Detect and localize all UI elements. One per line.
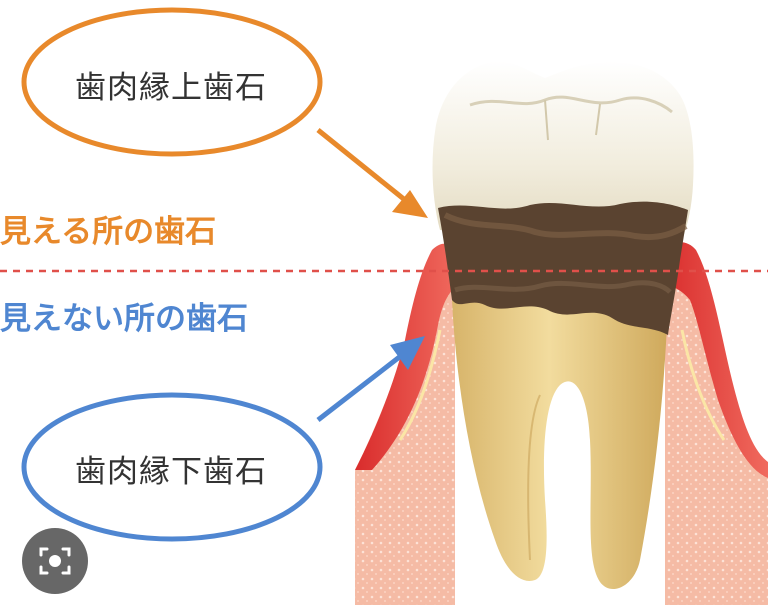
root-pulp xyxy=(527,394,541,561)
upper-bubble-label: 歯肉縁上歯石 xyxy=(75,70,267,106)
lens-search-button[interactable] xyxy=(22,528,88,594)
lower-bubble xyxy=(21,392,323,542)
gum-inner-left xyxy=(398,329,442,441)
tooth-crown xyxy=(432,61,694,241)
gum-inner-right xyxy=(680,329,726,441)
tooth-root xyxy=(452,300,668,590)
upper-bubble xyxy=(21,7,323,157)
upper-arrow-head xyxy=(392,190,428,218)
visible-tartar-label: 見える所の歯石 xyxy=(0,214,217,250)
lower-arrow-line xyxy=(316,353,404,422)
lower-bubble-label: 歯肉縁下歯石 xyxy=(75,454,267,490)
hidden-tartar-label: 見えない所の歯石 xyxy=(0,301,248,337)
gum-edge-right xyxy=(662,242,768,478)
crown-ridges xyxy=(469,95,673,114)
lens-search-icon xyxy=(39,547,71,575)
lower-arrow-head xyxy=(390,336,425,370)
upper-arrow-line xyxy=(316,128,407,202)
